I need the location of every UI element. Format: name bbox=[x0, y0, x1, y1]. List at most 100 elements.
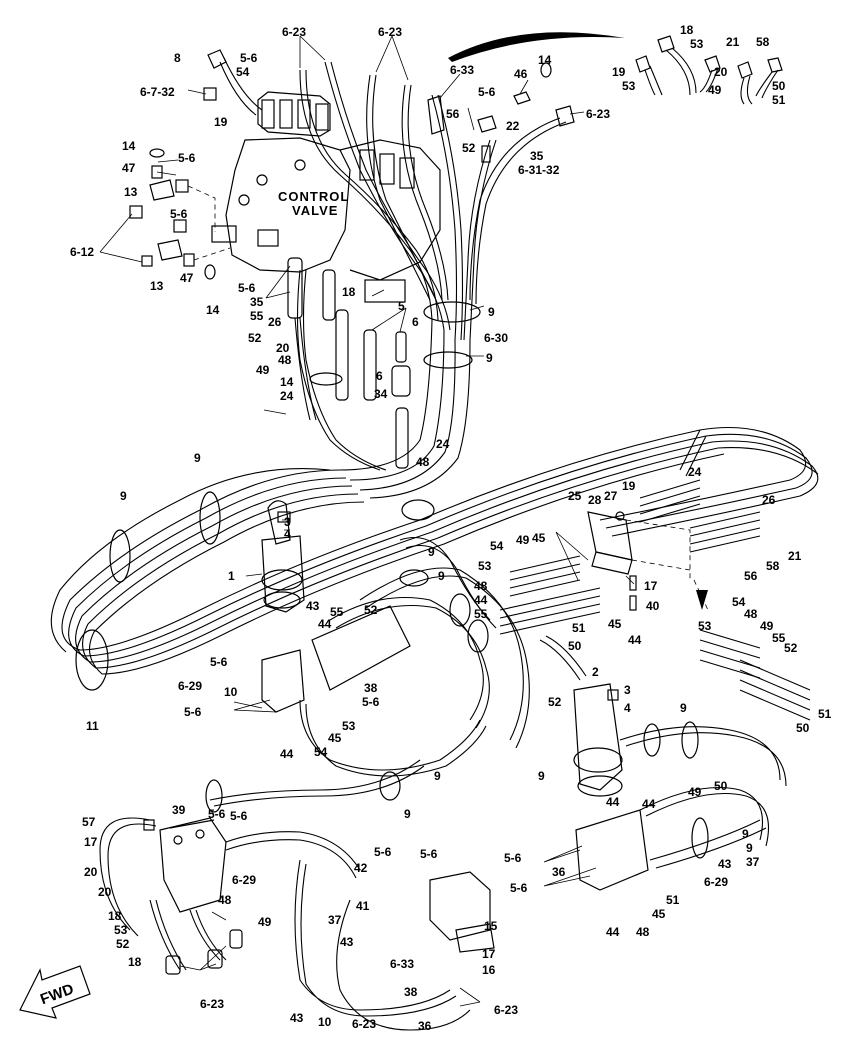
callout: 6-29 bbox=[704, 875, 728, 889]
callout: 6-29 bbox=[178, 679, 202, 693]
callout: 44 bbox=[318, 617, 332, 631]
callout: 6-23 bbox=[352, 1017, 376, 1031]
callout: 34 bbox=[374, 387, 388, 401]
callout: 57 bbox=[82, 815, 96, 829]
callout: 44 bbox=[642, 797, 656, 811]
callout: 5-6 bbox=[240, 51, 258, 65]
joystick-right bbox=[539, 635, 623, 797]
callout: 55 bbox=[250, 309, 264, 323]
callout: 58 bbox=[766, 559, 780, 573]
callout: 56 bbox=[744, 569, 758, 583]
callout: 21 bbox=[788, 549, 802, 563]
callout: 45 bbox=[328, 731, 342, 745]
callout: 48 bbox=[416, 455, 430, 469]
callout: 19 bbox=[612, 65, 626, 79]
callout: 9 bbox=[742, 827, 749, 841]
callout: 5-6 bbox=[504, 851, 522, 865]
callout: 40 bbox=[646, 599, 660, 613]
joystick-left bbox=[261, 500, 305, 613]
callout: 38 bbox=[404, 985, 418, 999]
callout: 51 bbox=[666, 893, 680, 907]
callout: 1 bbox=[228, 569, 235, 583]
callout: 38 bbox=[364, 681, 378, 695]
callout: 53 bbox=[690, 37, 704, 51]
callout: 53 bbox=[622, 79, 636, 93]
callout: 48 bbox=[474, 579, 488, 593]
callout: 45 bbox=[532, 531, 546, 545]
callout: 5-6 bbox=[210, 655, 228, 669]
long-hose-bundle bbox=[50, 426, 819, 691]
callout: 52 bbox=[248, 331, 262, 345]
callout: 49 bbox=[258, 915, 272, 929]
callout: 53 bbox=[478, 559, 492, 573]
callout: 43 bbox=[306, 599, 320, 613]
callout: 13 bbox=[124, 185, 138, 199]
callout: 6-23 bbox=[586, 107, 610, 121]
fittings-top-right bbox=[427, 62, 575, 163]
hoses-upper bbox=[296, 61, 567, 499]
callout: 14 bbox=[538, 53, 552, 67]
callout: 6-23 bbox=[494, 1003, 518, 1017]
callout: 20 bbox=[714, 65, 728, 79]
callout: 48 bbox=[278, 353, 292, 367]
callout: 9 bbox=[438, 569, 445, 583]
callout: 2 bbox=[592, 665, 599, 679]
callout: 10 bbox=[224, 685, 238, 699]
callout: 50 bbox=[772, 79, 786, 93]
callout: 52 bbox=[462, 141, 476, 155]
callout: 43 bbox=[290, 1011, 304, 1025]
callout: 50 bbox=[568, 639, 582, 653]
right-lower-valve bbox=[575, 721, 787, 891]
callout: 6-33 bbox=[390, 957, 414, 971]
callout: 54 bbox=[314, 745, 328, 759]
callout: 24 bbox=[688, 465, 702, 479]
callout: 44 bbox=[606, 795, 620, 809]
callout: 24 bbox=[436, 437, 450, 451]
callout-labels: 8 5-6 6-23 6-23 54 6-7-32 19 14 47 5-6 1… bbox=[70, 23, 832, 1033]
callout: 35 bbox=[250, 295, 264, 309]
callout: 4 bbox=[284, 527, 291, 541]
callout: 6-31-32 bbox=[518, 163, 560, 177]
control-valve-assembly: CONTROL VALVE bbox=[211, 91, 441, 303]
callout: 37 bbox=[328, 913, 342, 927]
callout: 8 bbox=[174, 51, 181, 65]
callout: 24 bbox=[280, 389, 294, 403]
callout: 9 bbox=[120, 489, 127, 503]
arrow-down-icon bbox=[696, 590, 708, 610]
control-valve-label-line1: CONTROL bbox=[278, 189, 349, 204]
callout: 6-12 bbox=[70, 245, 94, 259]
callout: 18 bbox=[108, 909, 122, 923]
callout: 28 bbox=[588, 493, 602, 507]
callout: 5-6 bbox=[230, 809, 248, 823]
callout: 20 bbox=[84, 865, 98, 879]
pedal-valve bbox=[99, 759, 425, 937]
fittings-below-valve bbox=[287, 257, 411, 469]
callout: 48 bbox=[744, 607, 758, 621]
callout: 11 bbox=[86, 719, 99, 733]
callout: 26 bbox=[268, 315, 282, 329]
callout: 36 bbox=[418, 1019, 432, 1033]
callout: 41 bbox=[356, 899, 370, 913]
callout: 14 bbox=[206, 303, 220, 317]
callout: 48 bbox=[636, 925, 650, 939]
callout: 6-30 bbox=[484, 331, 508, 345]
callout: 9 bbox=[538, 769, 545, 783]
callout: 26 bbox=[762, 493, 776, 507]
callout: 3 bbox=[624, 683, 631, 697]
callout: 5-6 bbox=[420, 847, 438, 861]
callout: 6-23 bbox=[378, 25, 402, 39]
fwd-arrow: FWD bbox=[19, 965, 91, 1019]
callout: 49 bbox=[256, 363, 270, 377]
right-junction-block bbox=[587, 511, 691, 611]
callout: 46 bbox=[514, 67, 528, 81]
callout: 5-6 bbox=[170, 207, 188, 221]
callout: 45 bbox=[652, 907, 666, 921]
callout: 55 bbox=[474, 607, 488, 621]
callout: 37 bbox=[746, 855, 760, 869]
callout: 20 bbox=[98, 885, 112, 899]
callout: 52 bbox=[548, 695, 562, 709]
callout: 6 bbox=[412, 315, 419, 329]
callout: 5-6 bbox=[362, 695, 380, 709]
